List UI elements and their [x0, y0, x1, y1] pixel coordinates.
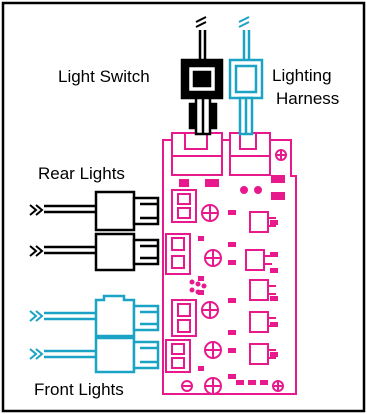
harness-connector-socket — [229, 132, 271, 176]
light-switch-label: Light Switch — [58, 67, 150, 86]
rear-lights-label: Rear Lights — [38, 164, 125, 183]
front-lights-label: Front Lights — [34, 380, 124, 399]
front-connector-2-socket — [165, 339, 191, 373]
front-light-plug-1 — [29, 294, 160, 338]
rear-connector-1-socket — [171, 189, 197, 223]
front-connector-1-socket — [171, 299, 197, 337]
lighting-harness-label-line1: Lighting — [272, 66, 332, 85]
rear-light-plug-2 — [29, 232, 160, 272]
switch-connector-socket — [171, 132, 223, 176]
lighting-harness-plug — [228, 16, 264, 136]
rear-light-plug-1 — [29, 190, 160, 232]
light-switch-plug — [180, 16, 224, 136]
lighting-control-board — [162, 132, 297, 395]
lighting-harness-label-line2: Harness — [276, 89, 340, 108]
front-light-plug-2 — [29, 336, 160, 374]
